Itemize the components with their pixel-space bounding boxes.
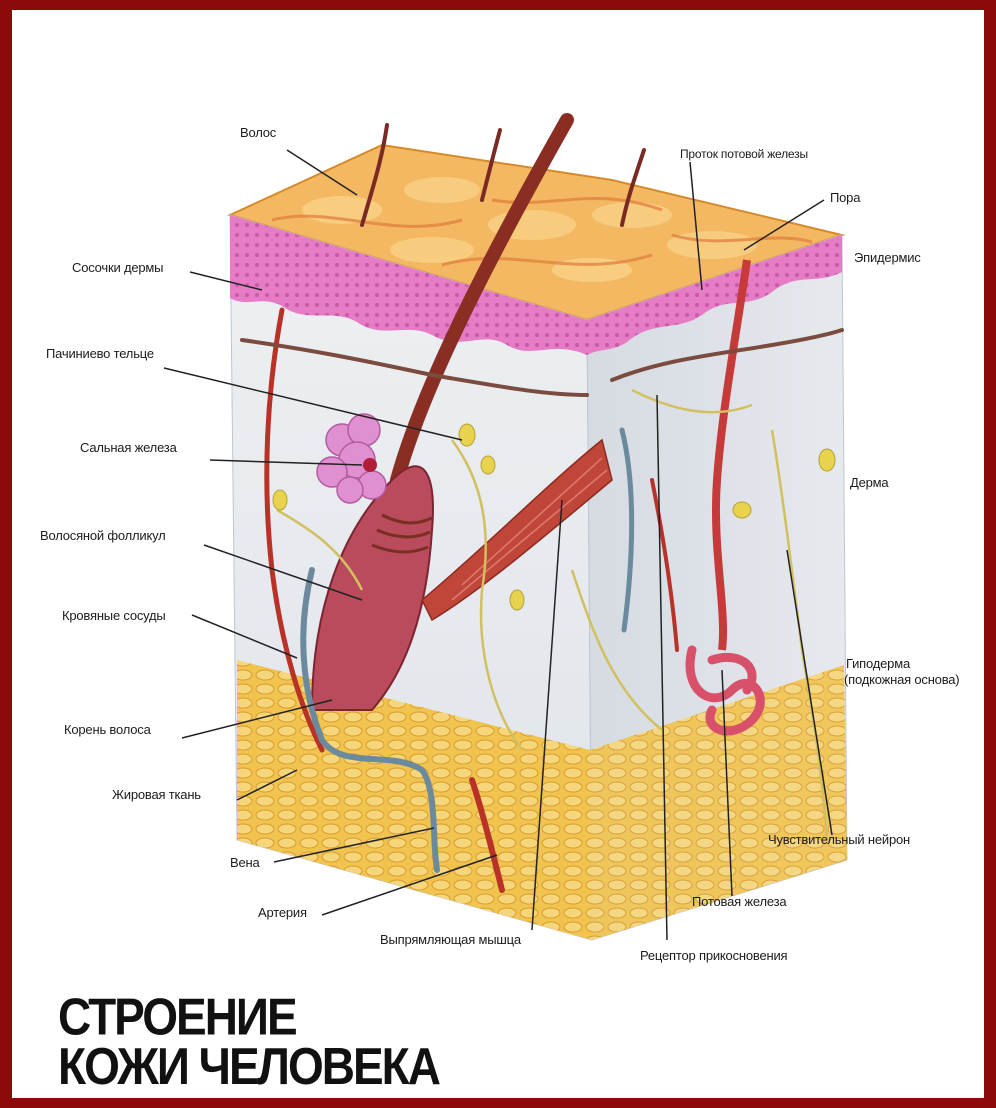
label-dermal-papillae: Сосочки дермы (72, 260, 163, 275)
label-hair-root: Корень волоса (64, 722, 151, 737)
label-sebaceous-gland: Сальная железа (80, 440, 177, 455)
label-touch-receptor: Рецептор прикосновения (640, 948, 787, 963)
label-epidermis: Эпидермис (854, 250, 921, 265)
label-sweat-gland: Потовая железа (692, 894, 786, 909)
label-hypodermis: Гиподерма (846, 656, 910, 671)
diagram-title: СТРОЕНИЕ КОЖИ ЧЕЛОВЕКА (58, 992, 439, 1091)
label-sensory-neuron: Чувствительный нейрон (768, 832, 910, 847)
label-dermis: Дерма (850, 475, 888, 490)
title-line-2: КОЖИ ЧЕЛОВЕКА (58, 1041, 439, 1090)
diagram-frame: Волос Проток потовой железы Пора Эпидерм… (12, 10, 984, 1098)
label-hypodermis-note: (подкожная основа) (844, 672, 959, 687)
label-hair: Волос (240, 125, 276, 140)
title-line-1: СТРОЕНИЕ (58, 992, 439, 1041)
label-arrector-muscle: Выпрямляющая мышца (380, 932, 521, 947)
label-sweat-duct: Проток потовой железы (680, 147, 808, 162)
label-fat-tissue: Жировая ткань (112, 787, 201, 802)
label-blood-vessels: Кровяные сосуды (62, 608, 166, 623)
label-pore: Пора (830, 190, 860, 205)
label-artery: Артерия (258, 905, 307, 920)
label-pacinian-corpuscle: Пачиниево тельце (46, 346, 154, 361)
label-vein: Вена (230, 855, 260, 870)
label-hair-follicle: Волосяной фолликул (40, 528, 166, 543)
sebaceous-duct-dot (363, 458, 377, 472)
